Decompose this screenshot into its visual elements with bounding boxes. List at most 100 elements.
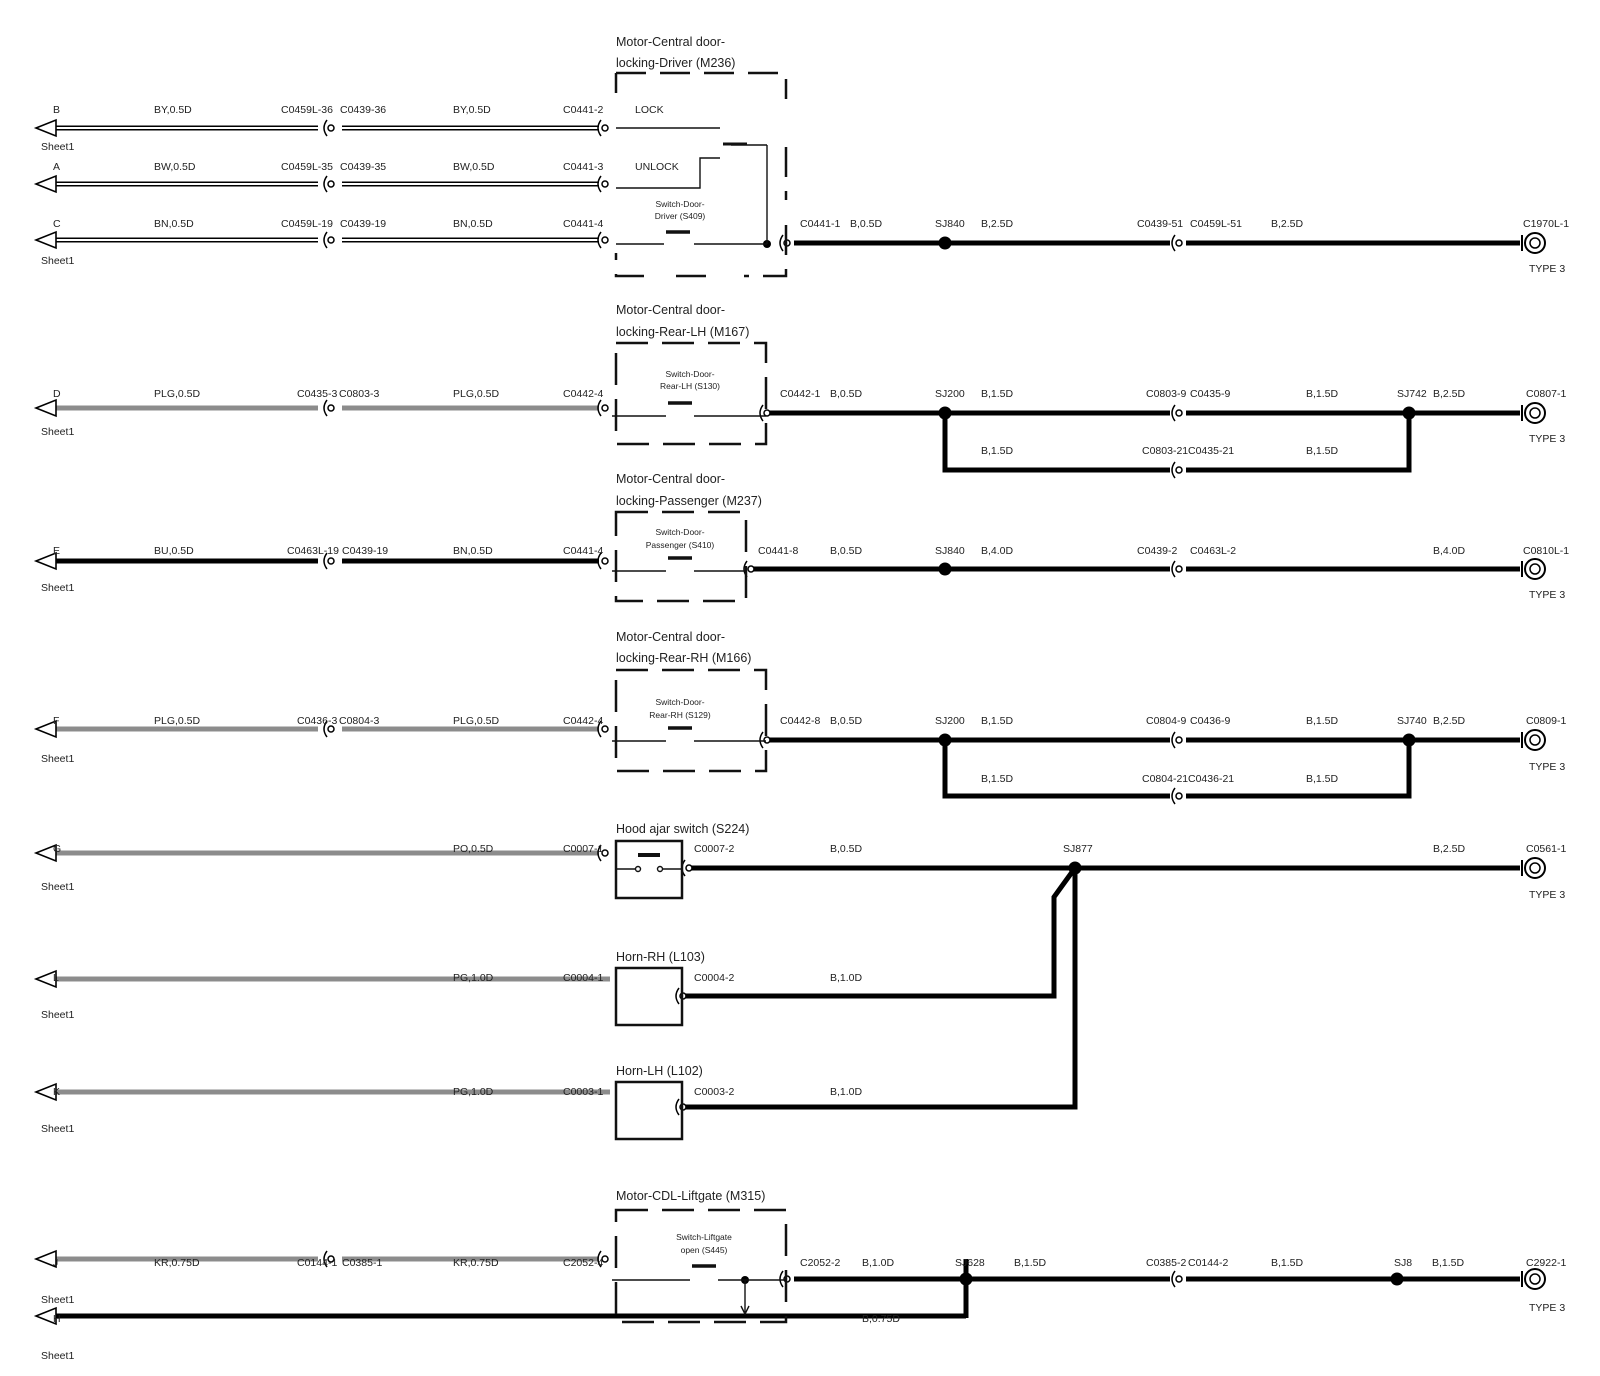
harness-letter: L	[53, 972, 59, 984]
component-title: locking-Driver (M236)	[616, 56, 735, 70]
connector-bracket-icon	[323, 720, 328, 738]
connector-id: C0385-1	[342, 1257, 382, 1269]
harness-arrow-icon	[33, 719, 57, 739]
horn-lh-box	[614, 1080, 684, 1141]
connector-id: C0803-3	[339, 388, 379, 400]
ground-terminals	[1521, 232, 1546, 1290]
pin-id: C0442-4	[563, 715, 603, 727]
connector-pin-icon	[1175, 736, 1183, 744]
connector-bracket-icon	[1171, 461, 1176, 479]
harness-letter: J	[53, 1257, 58, 1269]
wire-code: B,2.5D	[1433, 388, 1466, 400]
connector-id: C0463L-19	[287, 545, 339, 557]
connector-id: C0803-21	[1142, 445, 1188, 457]
wire-code: B,1.5D	[1014, 1257, 1047, 1269]
splice-dot	[938, 562, 952, 576]
connector-id: C0144-1	[297, 1257, 337, 1269]
connector-pin-icon	[601, 725, 609, 733]
connector-id: C0385-2	[1146, 1257, 1186, 1269]
ground-stud-icon	[1529, 237, 1541, 249]
splice-id: SJ200	[935, 388, 965, 400]
harness-arrow-icon	[33, 398, 57, 418]
sheet-ref: Sheet1	[41, 582, 74, 594]
connector-bracket-icon	[323, 552, 328, 570]
ground-stud-icon	[1529, 1273, 1541, 1285]
wire-code: B,1.5D	[1306, 773, 1339, 785]
harness-arrow-icon	[33, 1082, 57, 1102]
connector-id: C0463L-2	[1190, 545, 1236, 557]
switch-label: Switch-Door-	[655, 697, 704, 707]
ground-id: C1970L-1	[1523, 218, 1569, 230]
ground-stud-icon	[1529, 407, 1541, 419]
wire-code: B,0.75D	[862, 1313, 900, 1325]
component-title: Horn-RH (L103)	[616, 950, 705, 964]
splice-id: SJ877	[1063, 843, 1093, 855]
harness-arrow-icon	[33, 843, 57, 863]
sheet-ref: Sheet1	[41, 426, 74, 438]
wire-code: B,0.5D	[830, 843, 863, 855]
component-title: locking-Passenger (M237)	[616, 494, 762, 508]
wire-code: B,1.0D	[830, 1086, 863, 1098]
sheet-ref: Sheet1	[41, 753, 74, 765]
splice-id: SJ740	[1397, 715, 1427, 727]
wire-code: B,1.5D	[981, 445, 1014, 457]
connector-pin-icon	[327, 725, 335, 733]
connector-pin-icon	[327, 557, 335, 565]
connector-pin-icon	[747, 565, 755, 573]
splice-id: SJ200	[935, 715, 965, 727]
splice-dot	[938, 406, 952, 420]
labels: B Sheet1 BY,0.5D C0459L-36 C0439-36 BY,0…	[41, 35, 1569, 1362]
harness-arrow-icon	[33, 174, 57, 194]
hood-ajar-switch	[614, 839, 684, 900]
wire-code: B,1.5D	[1306, 445, 1339, 457]
connector-pin-icon	[1175, 239, 1183, 247]
connector-pin-icon	[601, 236, 609, 244]
connector-pin-icon	[1175, 409, 1183, 417]
wire-code: B,4.0D	[981, 545, 1014, 557]
wire-code: B,1.0D	[862, 1257, 895, 1269]
component-title: Motor-CDL-Liftgate (M315)	[616, 1189, 765, 1203]
connector-bracket-icon	[759, 731, 764, 749]
ground-type: TYPE 3	[1529, 433, 1565, 445]
connector-id: C0435-9	[1190, 388, 1230, 400]
connector-pin-icon	[601, 557, 609, 565]
wire-code: B,0.5D	[830, 545, 863, 557]
connector-bracket-icon	[779, 234, 784, 252]
sheet-ref: Sheet1	[41, 881, 74, 893]
wire-code: B,0.5D	[830, 715, 863, 727]
connector-pin-icon	[327, 180, 335, 188]
connector-pin-icon	[327, 236, 335, 244]
left-wires	[50, 125, 969, 1319]
connector-bracket-icon	[323, 119, 328, 137]
component-title: Horn-LH (L102)	[616, 1064, 703, 1078]
splice-dot	[1402, 733, 1416, 747]
connector-pin-icon	[327, 404, 335, 412]
connector-id: C0435-21	[1188, 445, 1234, 457]
wire-code: PG,1.0D	[453, 972, 494, 984]
connector-pin-icon	[763, 736, 771, 744]
wire-code: B,1.5D	[1271, 1257, 1304, 1269]
ground-stud-icon	[1529, 563, 1541, 575]
harness-letter: G	[53, 843, 61, 855]
connector-bracket-icon	[323, 231, 328, 249]
connector-id: C0436-9	[1190, 715, 1230, 727]
harness-arrow-icon	[33, 1306, 57, 1326]
connector-bracket-icon	[597, 231, 602, 249]
sheet-ref: Sheet1	[41, 255, 74, 267]
ground-type: TYPE 3	[1529, 263, 1565, 275]
wire-code: B,4.0D	[1433, 545, 1466, 557]
wire-code: BN,0.5D	[453, 545, 493, 557]
splice-dot	[938, 733, 952, 747]
connector-pin-icon	[327, 1255, 335, 1263]
ground-stud-icon	[1529, 862, 1541, 874]
pin-id: C0441-4	[563, 218, 603, 230]
wire-code: BN,0.5D	[154, 218, 194, 230]
switch-label: open (S445)	[681, 1245, 728, 1255]
pin-id: C0441-1	[800, 218, 840, 230]
wire-code: BU,0.5D	[154, 545, 194, 557]
connector-bracket-icon	[597, 175, 602, 193]
splice-id: SJ840	[935, 545, 965, 557]
connector-bracket-icon	[597, 1250, 602, 1268]
wire-code: PLG,0.5D	[453, 715, 500, 727]
